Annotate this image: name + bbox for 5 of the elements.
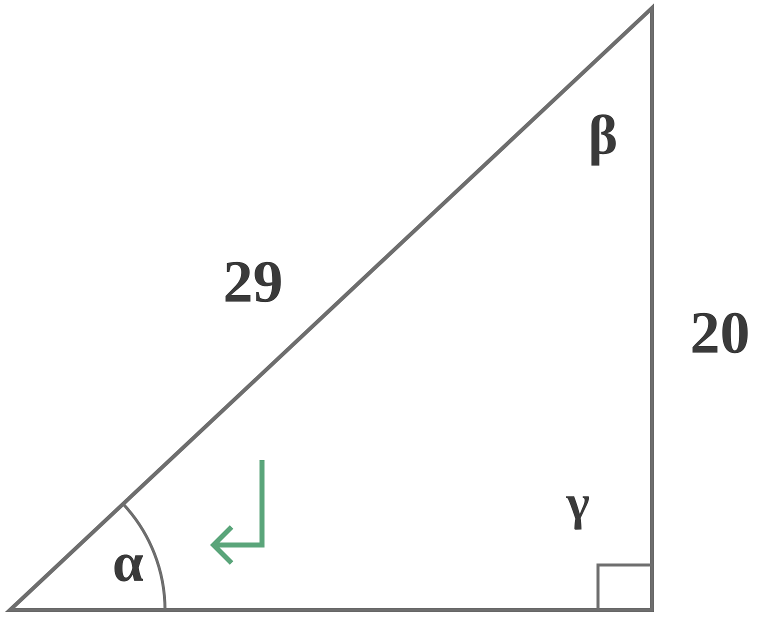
side-length: 29 (226, 262, 281, 302)
side-length: 20 (692, 312, 748, 354)
angle-label: β (591, 114, 616, 166)
angle-label: γ (566, 496, 590, 530)
angle-label: α (114, 554, 144, 582)
